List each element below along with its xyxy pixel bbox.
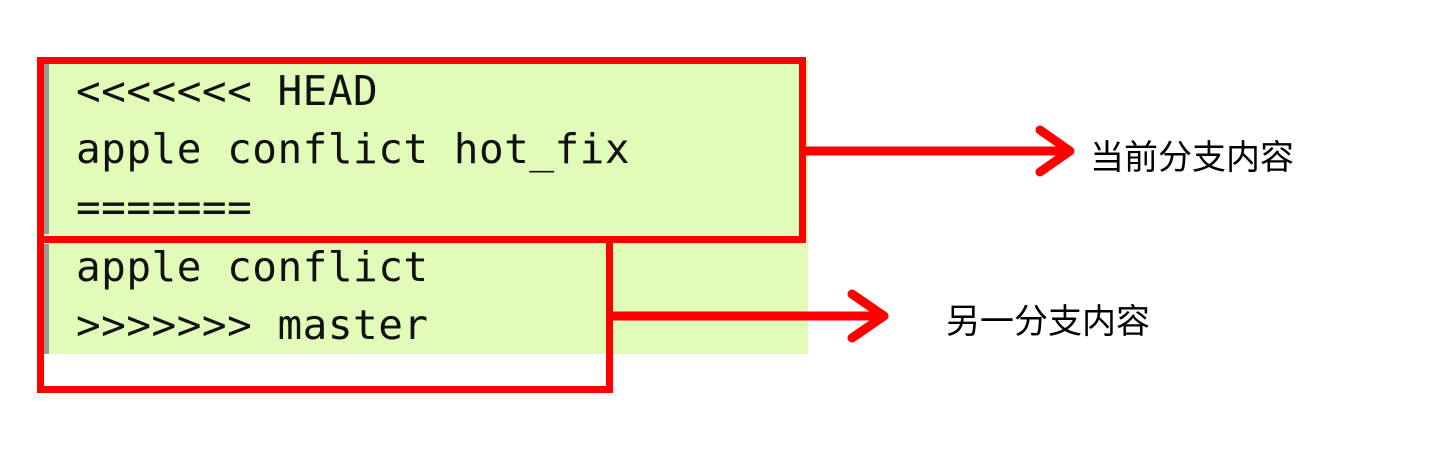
conflict-separator: ======= <box>76 183 253 231</box>
current-branch-label: 当前分支内容 <box>1090 138 1294 178</box>
conflict-marker-master: >>>>>>> master <box>76 301 429 349</box>
conflict-code-panel <box>44 60 808 354</box>
code-line-current: apple conflict hot_fix <box>76 125 631 173</box>
code-line-other: apple conflict <box>76 243 429 291</box>
arrow-other-branch <box>608 289 889 343</box>
gutter-marker <box>44 62 49 234</box>
gutter-marker <box>44 244 49 354</box>
arrow-current-branch <box>801 125 1075 177</box>
other-branch-label: 另一分支内容 <box>946 302 1150 342</box>
conflict-marker-head: <<<<<<< HEAD <box>76 67 379 115</box>
